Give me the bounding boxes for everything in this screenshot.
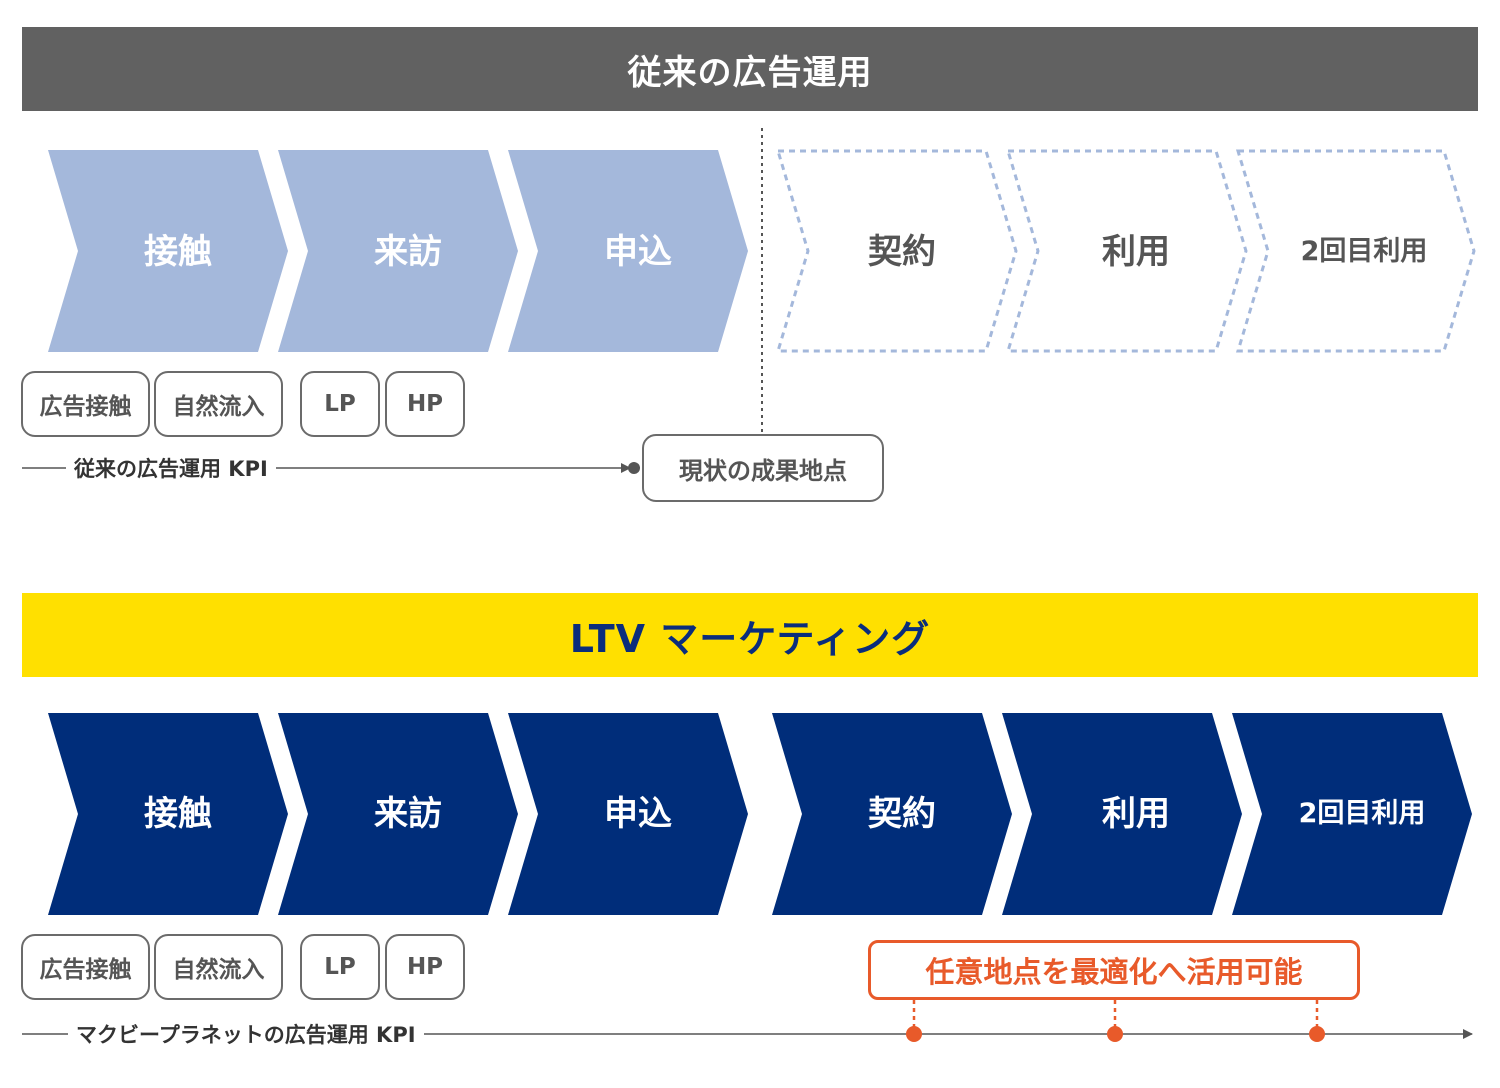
traditional-ads-banner: 従来の広告運用 (22, 27, 1478, 111)
bottom-step-contact: 接触 (144, 793, 212, 834)
bottom-kpi-label: マクビープラネットの広告運用 KPI (68, 1019, 424, 1049)
bottom-chip-organic: 自然流入 (154, 934, 283, 1000)
top-chip-ad-contact: 広告接触 (21, 371, 150, 437)
optimize-point-3 (1309, 1026, 1325, 1042)
top-chip-hp: HP (385, 371, 465, 437)
bottom-chip-lp: LP (300, 934, 380, 1000)
top-chip-organic: 自然流入 (154, 371, 283, 437)
top-chip-lp: LP (300, 371, 380, 437)
top-kpi-endpoint (628, 462, 640, 474)
top-step-contract: 契約 (868, 231, 936, 272)
current-result-point-box: 現状の成果地点 (642, 434, 884, 502)
top-step-contact: 接触 (144, 231, 212, 272)
bottom-step-apply: 申込 (604, 793, 672, 834)
top-step-second-usage: 2回目利用 (1300, 235, 1428, 267)
top-kpi-label: 従来の広告運用 KPI (66, 453, 276, 483)
bottom-step-second-usage: 2回目利用 (1298, 797, 1426, 829)
bottom-chip-ad-contact: 広告接触 (21, 934, 150, 1000)
optimize-point-1 (906, 1026, 922, 1042)
bottom-chevron-contract (772, 713, 1012, 915)
top-step-apply: 申込 (604, 231, 672, 272)
bottom-step-usage: 利用 (1102, 793, 1170, 834)
top-step-visit: 来訪 (374, 231, 442, 272)
bottom-chevron-visit (278, 713, 518, 915)
top-chevron-usage (1005, 149, 1248, 353)
bottom-chevron-second-usage (1232, 713, 1472, 915)
optimize-point-2 (1107, 1026, 1123, 1042)
top-step-usage: 利用 (1102, 231, 1170, 272)
top-chevron-visit (278, 150, 518, 352)
optimize-any-point-box: 任意地点を最適化へ活用可能 (868, 940, 1360, 1000)
bottom-chip-hp: HP (385, 934, 465, 1000)
bottom-step-contract: 契約 (868, 793, 936, 834)
top-chevron-apply (508, 150, 748, 352)
bottom-chevron-usage (1002, 713, 1242, 915)
bottom-chevron-contact (48, 713, 288, 915)
top-chevron-contract (775, 149, 1018, 353)
bottom-step-visit: 来訪 (374, 793, 442, 834)
ltv-marketing-banner: LTV マーケティング (22, 593, 1478, 677)
bottom-chevron-apply (508, 713, 748, 915)
top-chevron-contact (48, 150, 288, 352)
